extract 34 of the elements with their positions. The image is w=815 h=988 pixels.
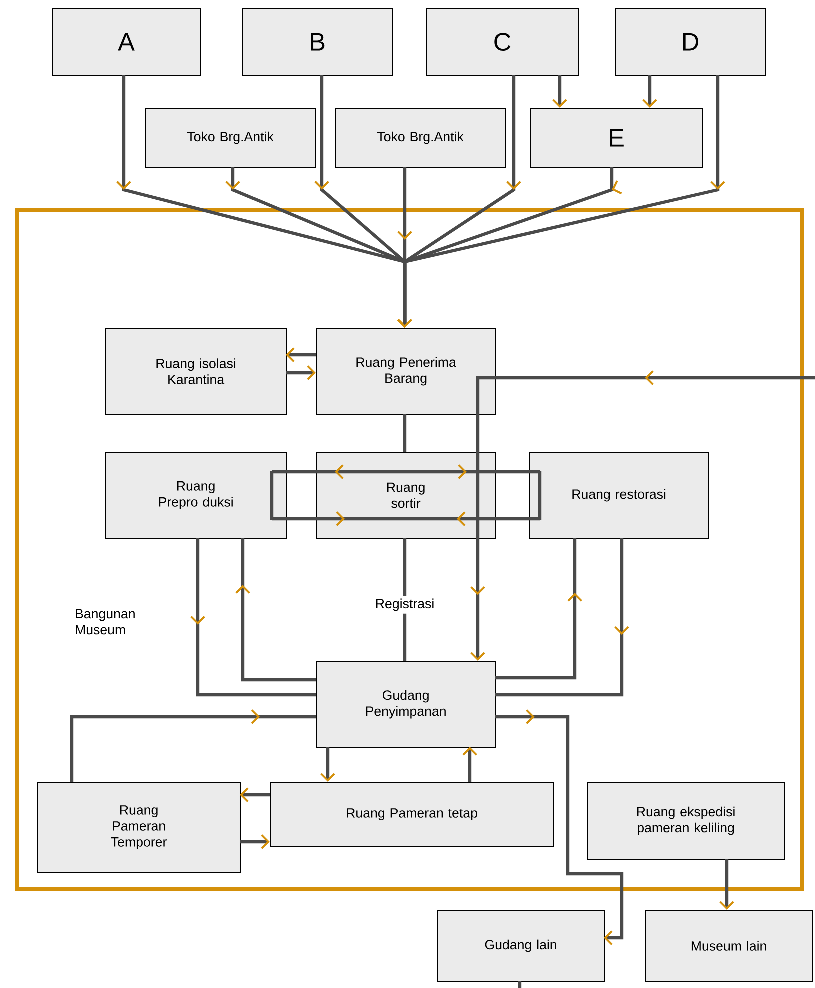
arrow xyxy=(286,366,316,380)
process-box: Ruang restorasi xyxy=(529,452,710,540)
process-box: Toko Brg.Antik xyxy=(145,108,316,168)
arrow xyxy=(495,710,624,946)
process-box: D xyxy=(615,8,766,76)
process-box: Ruang sortir xyxy=(316,452,496,540)
process-box: Toko Brg.Antik xyxy=(335,108,506,168)
connector-line xyxy=(403,414,407,452)
arrow xyxy=(552,75,568,108)
arrow xyxy=(320,747,336,782)
process-box: C xyxy=(426,8,580,76)
frame-label: Bangunan Museum xyxy=(76,609,135,635)
process-box: Ruang Pameran tetap xyxy=(270,782,554,848)
process-box: Ruang isolasi Karantina xyxy=(105,328,288,416)
arrow xyxy=(398,75,726,328)
process-box: Museum lain xyxy=(645,910,814,982)
process-box: Ruang Prepro duksi xyxy=(105,452,288,540)
process-box: A xyxy=(52,8,202,76)
arrow xyxy=(240,834,270,850)
arrow xyxy=(470,370,815,661)
connector-line xyxy=(518,981,522,988)
process-box: Gudang lain xyxy=(437,910,606,982)
process-box: Ruang ekspedisi pameran keliling xyxy=(587,782,786,860)
arrow xyxy=(462,747,478,782)
arrow xyxy=(286,348,316,362)
process-box: E xyxy=(530,108,704,168)
edge-label: Registrasi xyxy=(372,596,438,614)
process-box: Ruang Pameran Temporer xyxy=(37,782,242,874)
arrow xyxy=(642,75,658,108)
process-box: B xyxy=(242,8,394,76)
arrow xyxy=(720,859,734,910)
process-box: Ruang Penerima Barang xyxy=(316,328,496,416)
arrow xyxy=(240,788,270,802)
process-box: Gudang Penyimpanan xyxy=(316,661,496,748)
